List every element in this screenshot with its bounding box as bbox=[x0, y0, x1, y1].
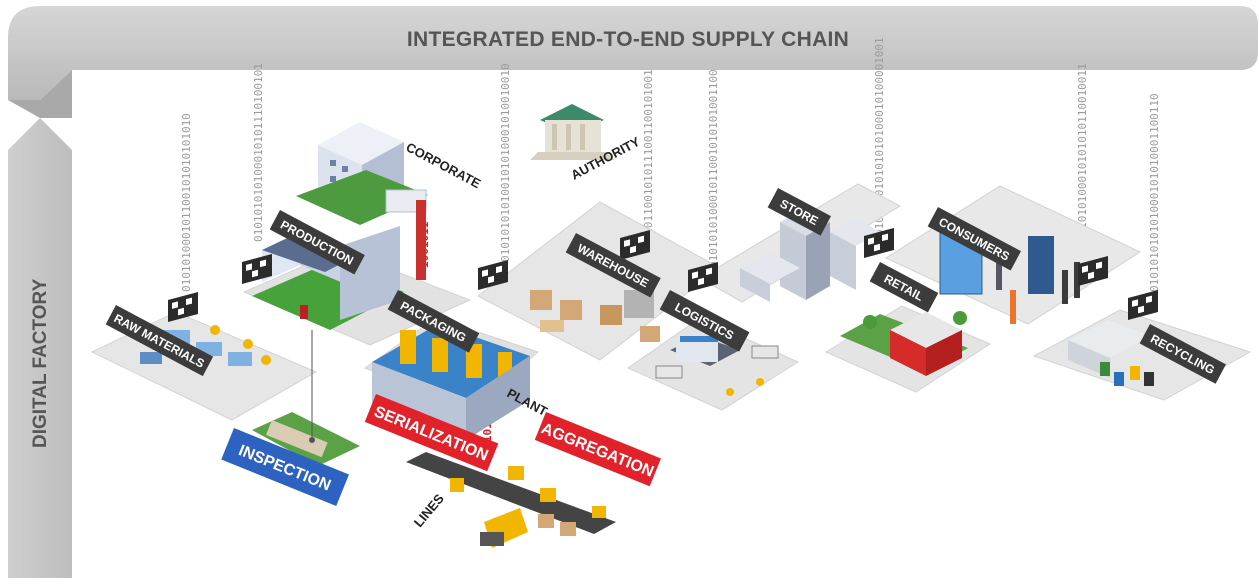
label-corporate: CORPORATE bbox=[404, 139, 484, 191]
retail-scene bbox=[840, 311, 968, 376]
qr-code-icon bbox=[1078, 255, 1108, 286]
lines-scene bbox=[406, 452, 616, 548]
qr-code-icon bbox=[1128, 289, 1158, 320]
binary-col-8: 010101010101000101010001100110 bbox=[1148, 93, 1161, 292]
corporate-building bbox=[296, 122, 428, 280]
authority-building bbox=[530, 104, 614, 160]
platform-recycling bbox=[1032, 309, 1252, 401]
warehouse-scene bbox=[530, 290, 660, 342]
binary-col-5: 010101010001011001010101001100 bbox=[707, 69, 720, 268]
binary-col-7: 010101010100010101010110010011 bbox=[1076, 63, 1089, 262]
packaging-scene bbox=[372, 324, 530, 440]
binary-col-1: 010101000101100101010101010 bbox=[180, 113, 193, 292]
qr-code-icon bbox=[478, 259, 508, 290]
frame: INTEGRATED END-TO-END SUPPLY CHAIN DIGIT… bbox=[8, 6, 1258, 578]
top-banner bbox=[8, 6, 1258, 100]
recycling-scene bbox=[1068, 320, 1154, 386]
qr-code-icon bbox=[242, 253, 272, 284]
qr-code-icon bbox=[688, 261, 718, 292]
label-aggregation: AGGREGATION bbox=[534, 412, 661, 487]
side-banner bbox=[8, 118, 72, 578]
qr-code-icon bbox=[864, 227, 894, 258]
banner-title: INTEGRATED END-TO-END SUPPLY CHAIN bbox=[407, 28, 849, 51]
binary-col-2: 010101010100010101110100101 bbox=[252, 63, 265, 242]
binary-col-6: 010101010101010100010100001001 bbox=[873, 37, 886, 236]
logistics-scene bbox=[655, 336, 779, 396]
side-title: DIGITAL FACTORY bbox=[30, 278, 51, 448]
qr-codes bbox=[168, 227, 1158, 322]
illustrations bbox=[140, 104, 1154, 548]
inspection-scene bbox=[252, 330, 360, 466]
banner-corner-fold bbox=[8, 70, 72, 118]
binary-col-3: 010101010100101010001010010010 bbox=[499, 63, 512, 262]
binary-col-4: 010101011001010111001100101001 bbox=[642, 69, 655, 268]
qr-code-icon bbox=[168, 291, 198, 322]
qr-code-icon bbox=[620, 229, 650, 260]
label-lines: LINES bbox=[411, 491, 447, 530]
